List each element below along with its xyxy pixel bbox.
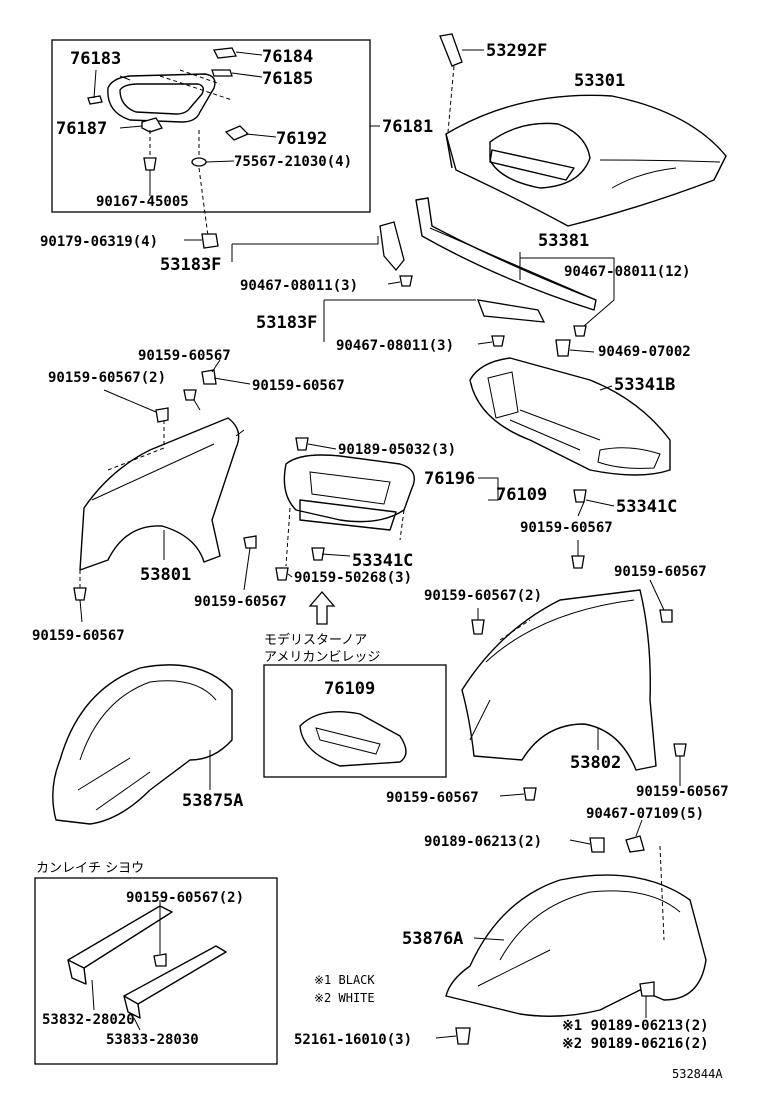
label-75567: 75567-21030(4) bbox=[234, 154, 352, 170]
clip-90467-07109 bbox=[625, 835, 645, 853]
label-90159-j: 90159-60567 bbox=[386, 790, 479, 806]
label-53301: 53301 bbox=[574, 71, 625, 91]
label-90159-l: 90159-60567(2) bbox=[126, 890, 244, 906]
bolt-right-bottom bbox=[523, 787, 537, 801]
label-53292: 53292F bbox=[486, 41, 547, 61]
clip-b bbox=[491, 335, 505, 347]
label-53341b: 53341B bbox=[614, 375, 675, 395]
label-53183-b: 53183F bbox=[256, 313, 317, 333]
label-modellista: モデリスターノア bbox=[264, 632, 367, 648]
clip-a bbox=[399, 275, 413, 287]
label-76187: 76187 bbox=[56, 119, 107, 139]
label-90159-c: 90159-60567 bbox=[252, 378, 345, 394]
american-village-part bbox=[299, 711, 407, 767]
label-90189-c: ※1 90189-06213(2) bbox=[562, 1018, 709, 1034]
label-90159-k: 90159-60567 bbox=[636, 784, 729, 800]
label-76109-b: 76109 bbox=[324, 679, 375, 699]
label-76192: 76192 bbox=[276, 129, 327, 149]
dash-to-nut bbox=[198, 167, 209, 237]
label-90467-d: 90467-07109(5) bbox=[586, 806, 704, 822]
label-53802: 53802 bbox=[570, 753, 621, 773]
label-90159-d: 90159-60567 bbox=[520, 520, 613, 536]
clip-c bbox=[573, 325, 587, 337]
label-90159-i: 90159-60567 bbox=[32, 628, 125, 644]
bolt-right-left bbox=[471, 619, 485, 635]
label-76183: 76183 bbox=[70, 49, 121, 69]
label-american-village: アメリカンビレッジ bbox=[264, 650, 380, 665]
clip-e bbox=[201, 369, 217, 385]
hood-seal-drawing bbox=[415, 197, 597, 311]
note-black: ※1 BLACK bbox=[314, 973, 375, 987]
up-arrow bbox=[308, 591, 336, 625]
bracket-53183-upper bbox=[379, 221, 405, 272]
bolt-right-lower bbox=[673, 743, 687, 757]
note-white: ※2 WHITE bbox=[314, 991, 375, 1005]
right-fender-drawing bbox=[461, 589, 657, 771]
label-53341c-1: 53341C bbox=[616, 497, 677, 517]
label-53832: 53832-28020 bbox=[42, 1012, 135, 1028]
clip-90189 bbox=[295, 437, 309, 451]
clip-53341c bbox=[573, 489, 587, 503]
right-liner-drawing bbox=[445, 845, 707, 1017]
label-90159-g: 90159-60567 bbox=[194, 594, 287, 610]
clip-90159-50268 bbox=[275, 567, 289, 581]
bolt-left-top bbox=[155, 407, 169, 423]
label-90159-e: 90159-50268(3) bbox=[294, 570, 412, 586]
label-53875a: 53875A bbox=[182, 791, 243, 811]
label-90159-b: 90159-60567(2) bbox=[48, 370, 166, 386]
clip-90189-06213 bbox=[589, 837, 605, 853]
american-village-box bbox=[263, 664, 447, 778]
leader-lines bbox=[79, 49, 681, 1039]
label-53341c-2: 53341C bbox=[352, 551, 413, 571]
nut-90179 bbox=[201, 233, 219, 249]
label-90159-f: 90159-60567 bbox=[614, 564, 707, 580]
bolt-left-mid bbox=[183, 389, 197, 401]
diagram-code: 532844A bbox=[672, 1067, 723, 1081]
bolt-right-top bbox=[571, 555, 585, 569]
label-53381: 53381 bbox=[538, 231, 589, 251]
label-90159-a: 90159-60567 bbox=[138, 348, 231, 364]
bracket-53183-lower bbox=[476, 299, 546, 323]
label-53833: 53833-28030 bbox=[106, 1032, 199, 1048]
bolt-right-right bbox=[659, 609, 673, 623]
label-53183-a: 53183F bbox=[160, 255, 221, 275]
label-90189-d: ※2 90189-06216(2) bbox=[562, 1036, 709, 1052]
label-53801: 53801 bbox=[140, 565, 191, 585]
scoop-insert-drawing bbox=[283, 454, 415, 567]
cold-region-parts bbox=[67, 905, 227, 1019]
hood-scoop-drawing bbox=[87, 47, 250, 190]
left-liner-drawing bbox=[52, 664, 233, 825]
hood-insulator-drawing bbox=[469, 357, 671, 476]
bolt-left-bottom bbox=[73, 587, 87, 601]
label-76196: 76196 bbox=[424, 469, 475, 489]
label-90189-a: 90189-05032(3) bbox=[338, 442, 456, 458]
label-76184: 76184 bbox=[262, 47, 313, 67]
label-90469: 90469-07002 bbox=[598, 344, 691, 360]
label-90189-b: 90189-06213(2) bbox=[424, 834, 542, 850]
label-76181: 76181 bbox=[382, 117, 433, 137]
label-53876a: 53876A bbox=[402, 929, 463, 949]
clip-right-bottom bbox=[639, 981, 655, 997]
label-76185: 76185 bbox=[262, 69, 313, 89]
bolt-left-right bbox=[243, 535, 257, 549]
label-90167: 90167-45005 bbox=[96, 194, 189, 210]
clip-53341c-2 bbox=[311, 547, 325, 561]
label-90467-c: 90467-08011(12) bbox=[564, 264, 690, 280]
left-fender-drawing bbox=[79, 417, 245, 571]
label-cold-region: カンレイチ シヨウ bbox=[36, 861, 144, 876]
clip-52161 bbox=[455, 1027, 471, 1045]
hood-drawing bbox=[439, 33, 727, 227]
label-52161: 52161-16010(3) bbox=[294, 1032, 412, 1048]
label-76109-a: 76109 bbox=[496, 485, 547, 505]
label-90467-a: 90467-08011(3) bbox=[240, 278, 358, 294]
label-90179: 90179-06319(4) bbox=[40, 234, 158, 250]
cold-region-box bbox=[34, 877, 278, 1065]
label-90467-b: 90467-08011(3) bbox=[336, 338, 454, 354]
clip-d bbox=[555, 339, 571, 357]
label-90159-h: 90159-60567(2) bbox=[424, 588, 542, 604]
